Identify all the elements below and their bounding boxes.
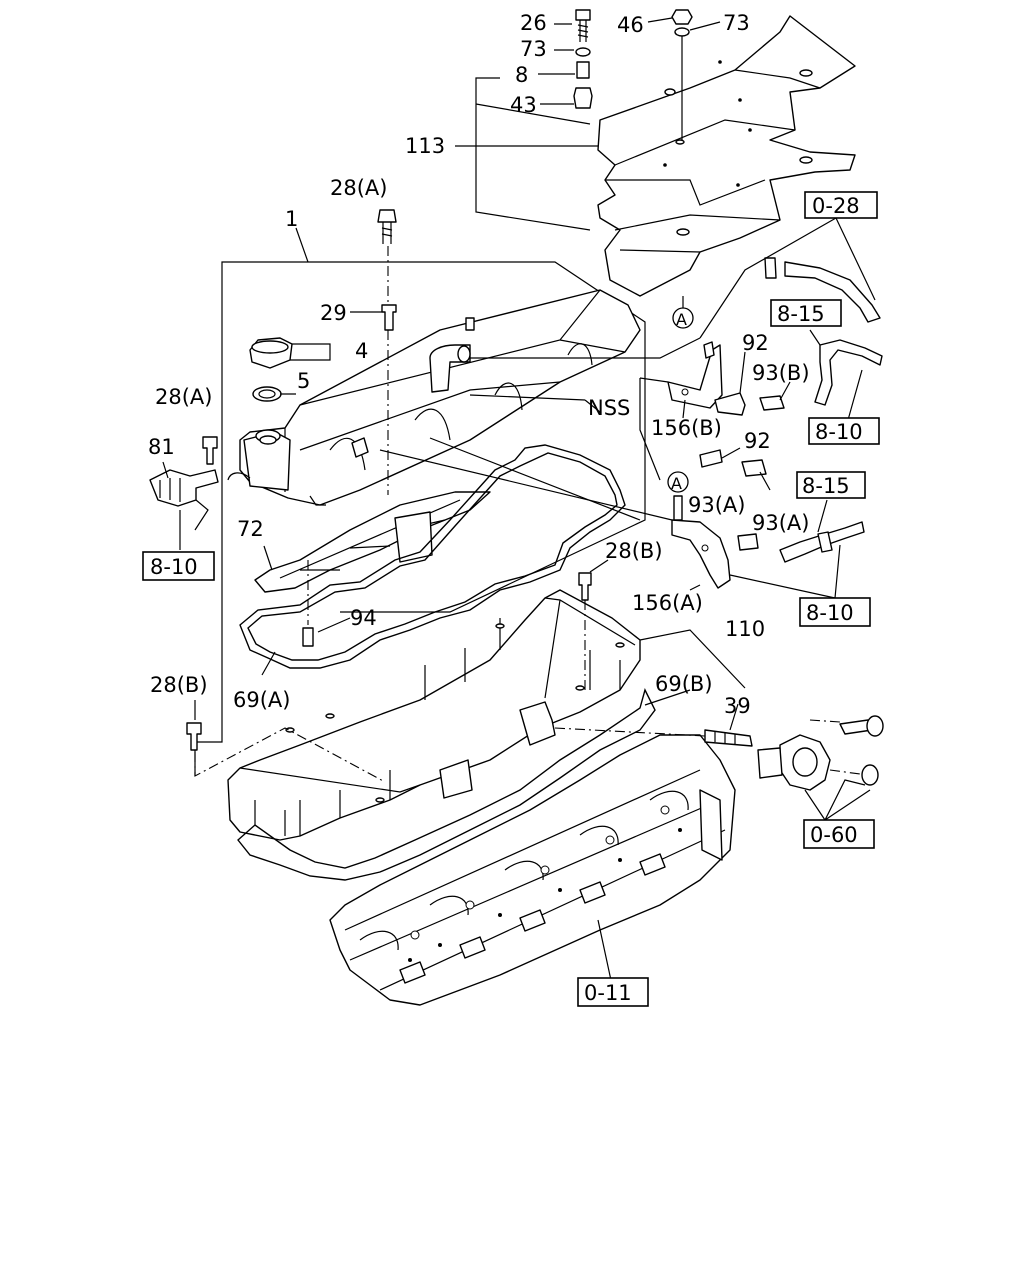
label-69a: 69(A) — [233, 688, 290, 712]
label-1: 1 — [285, 207, 298, 231]
label-29: 29 — [320, 301, 347, 325]
ref-box-8-10-upper[interactable]: 8-10 — [808, 417, 880, 445]
bolt-26 — [575, 9, 591, 42]
ref-box-0-11[interactable]: 0-11 — [577, 977, 649, 1007]
collar-8 — [576, 61, 590, 79]
label-8: 8 — [515, 63, 528, 87]
label-43: 43 — [510, 93, 537, 117]
label-4: 4 — [355, 339, 368, 363]
label-156a: 156(A) — [632, 591, 703, 615]
svg-text:8-10: 8-10 — [815, 420, 863, 444]
washer-73-right — [674, 27, 690, 37]
svg-text:8-10: 8-10 — [806, 601, 854, 625]
baffle-plate — [254, 491, 491, 593]
svg-text:8-15: 8-15 — [777, 302, 825, 326]
ref-box-8-15-upper[interactable]: 8-15 — [770, 299, 842, 327]
bolt-28a-left — [202, 436, 218, 465]
svg-text:8-15: 8-15 — [802, 474, 850, 498]
sensor-39 — [704, 729, 753, 747]
label-26: 26 — [520, 11, 547, 35]
bolt-93a-upper — [741, 459, 767, 477]
ref-box-0-60[interactable]: 0-60 — [803, 819, 875, 849]
label-28a-left: 28(A) — [155, 385, 212, 409]
label-156b: 156(B) — [651, 416, 722, 440]
label-92-lower: 92 — [744, 429, 771, 453]
label-72: 72 — [237, 517, 264, 541]
marker-a-top: A — [672, 307, 694, 329]
bolt-94 — [302, 627, 314, 647]
svg-text:8-10: 8-10 — [150, 555, 198, 579]
oil-filler-cap — [249, 337, 293, 369]
stud-a — [673, 495, 683, 521]
label-93a-2: 93(A) — [752, 511, 809, 535]
svg-text:A: A — [676, 310, 687, 329]
filler-seal — [252, 386, 282, 402]
bracket-156a — [671, 519, 731, 589]
grommet-43 — [573, 87, 593, 109]
part-labels: 26 73 8 43 46 73 113 28(A) 1 29 4 5 28(A… — [148, 11, 810, 718]
bolt-28a-top — [377, 209, 397, 244]
bolt-28b-mid — [578, 572, 592, 601]
clip-92-lower — [699, 449, 723, 468]
cylinder-head — [329, 734, 736, 1006]
label-28b-mid: 28(B) — [605, 539, 663, 563]
nut-46 — [671, 9, 693, 25]
label-nss: NSS — [588, 396, 630, 420]
bracket-113 — [455, 77, 598, 231]
hose-upper-right — [814, 339, 883, 406]
label-110: 110 — [725, 617, 765, 641]
ref-box-0-28[interactable]: 0-28 — [804, 191, 878, 219]
spacer-29 — [381, 304, 397, 331]
label-28a-top: 28(A) — [330, 176, 387, 200]
clip-92-upper — [714, 392, 746, 416]
label-39: 39 — [724, 694, 751, 718]
ref-box-8-15-lower[interactable]: 8-15 — [796, 471, 866, 499]
bolt-93b — [759, 395, 785, 411]
bolt-93a-lower — [737, 533, 759, 551]
breather-hose-line — [470, 337, 701, 359]
label-93b: 93(B) — [752, 361, 810, 385]
marker-a-mid: A — [667, 471, 689, 493]
svg-text:0-11: 0-11 — [584, 981, 632, 1005]
bolt-28b-left — [186, 722, 202, 751]
bracket-156b — [667, 341, 723, 409]
label-28b-left: 28(B) — [150, 673, 208, 697]
svg-text:0-60: 0-60 — [810, 823, 858, 847]
bracket-81 — [149, 469, 219, 507]
svg-text:A: A — [671, 474, 682, 493]
ref-box-8-10-lower[interactable]: 8-10 — [799, 597, 871, 627]
label-113: 113 — [405, 134, 445, 158]
label-73-left: 73 — [520, 37, 547, 61]
breather-hose — [784, 261, 881, 323]
label-69b: 69(B) — [655, 672, 713, 696]
ref-box-8-10-left[interactable]: 8-10 — [142, 551, 215, 581]
label-92-upper: 92 — [742, 331, 769, 355]
label-93a-1: 93(A) — [688, 493, 745, 517]
pump-assembly — [757, 715, 884, 791]
carrier-gasket — [237, 688, 656, 881]
label-73-right: 73 — [723, 11, 750, 35]
label-5: 5 — [297, 369, 310, 393]
label-94: 94 — [350, 606, 377, 630]
valve-cover — [227, 289, 641, 506]
cam-carrier — [227, 589, 641, 841]
svg-text:0-28: 0-28 — [812, 194, 860, 218]
label-46: 46 — [617, 13, 644, 37]
label-81: 81 — [148, 435, 175, 459]
cover-gasket — [239, 444, 626, 669]
heat-shield — [597, 15, 856, 297]
washer-73-left — [575, 47, 591, 57]
